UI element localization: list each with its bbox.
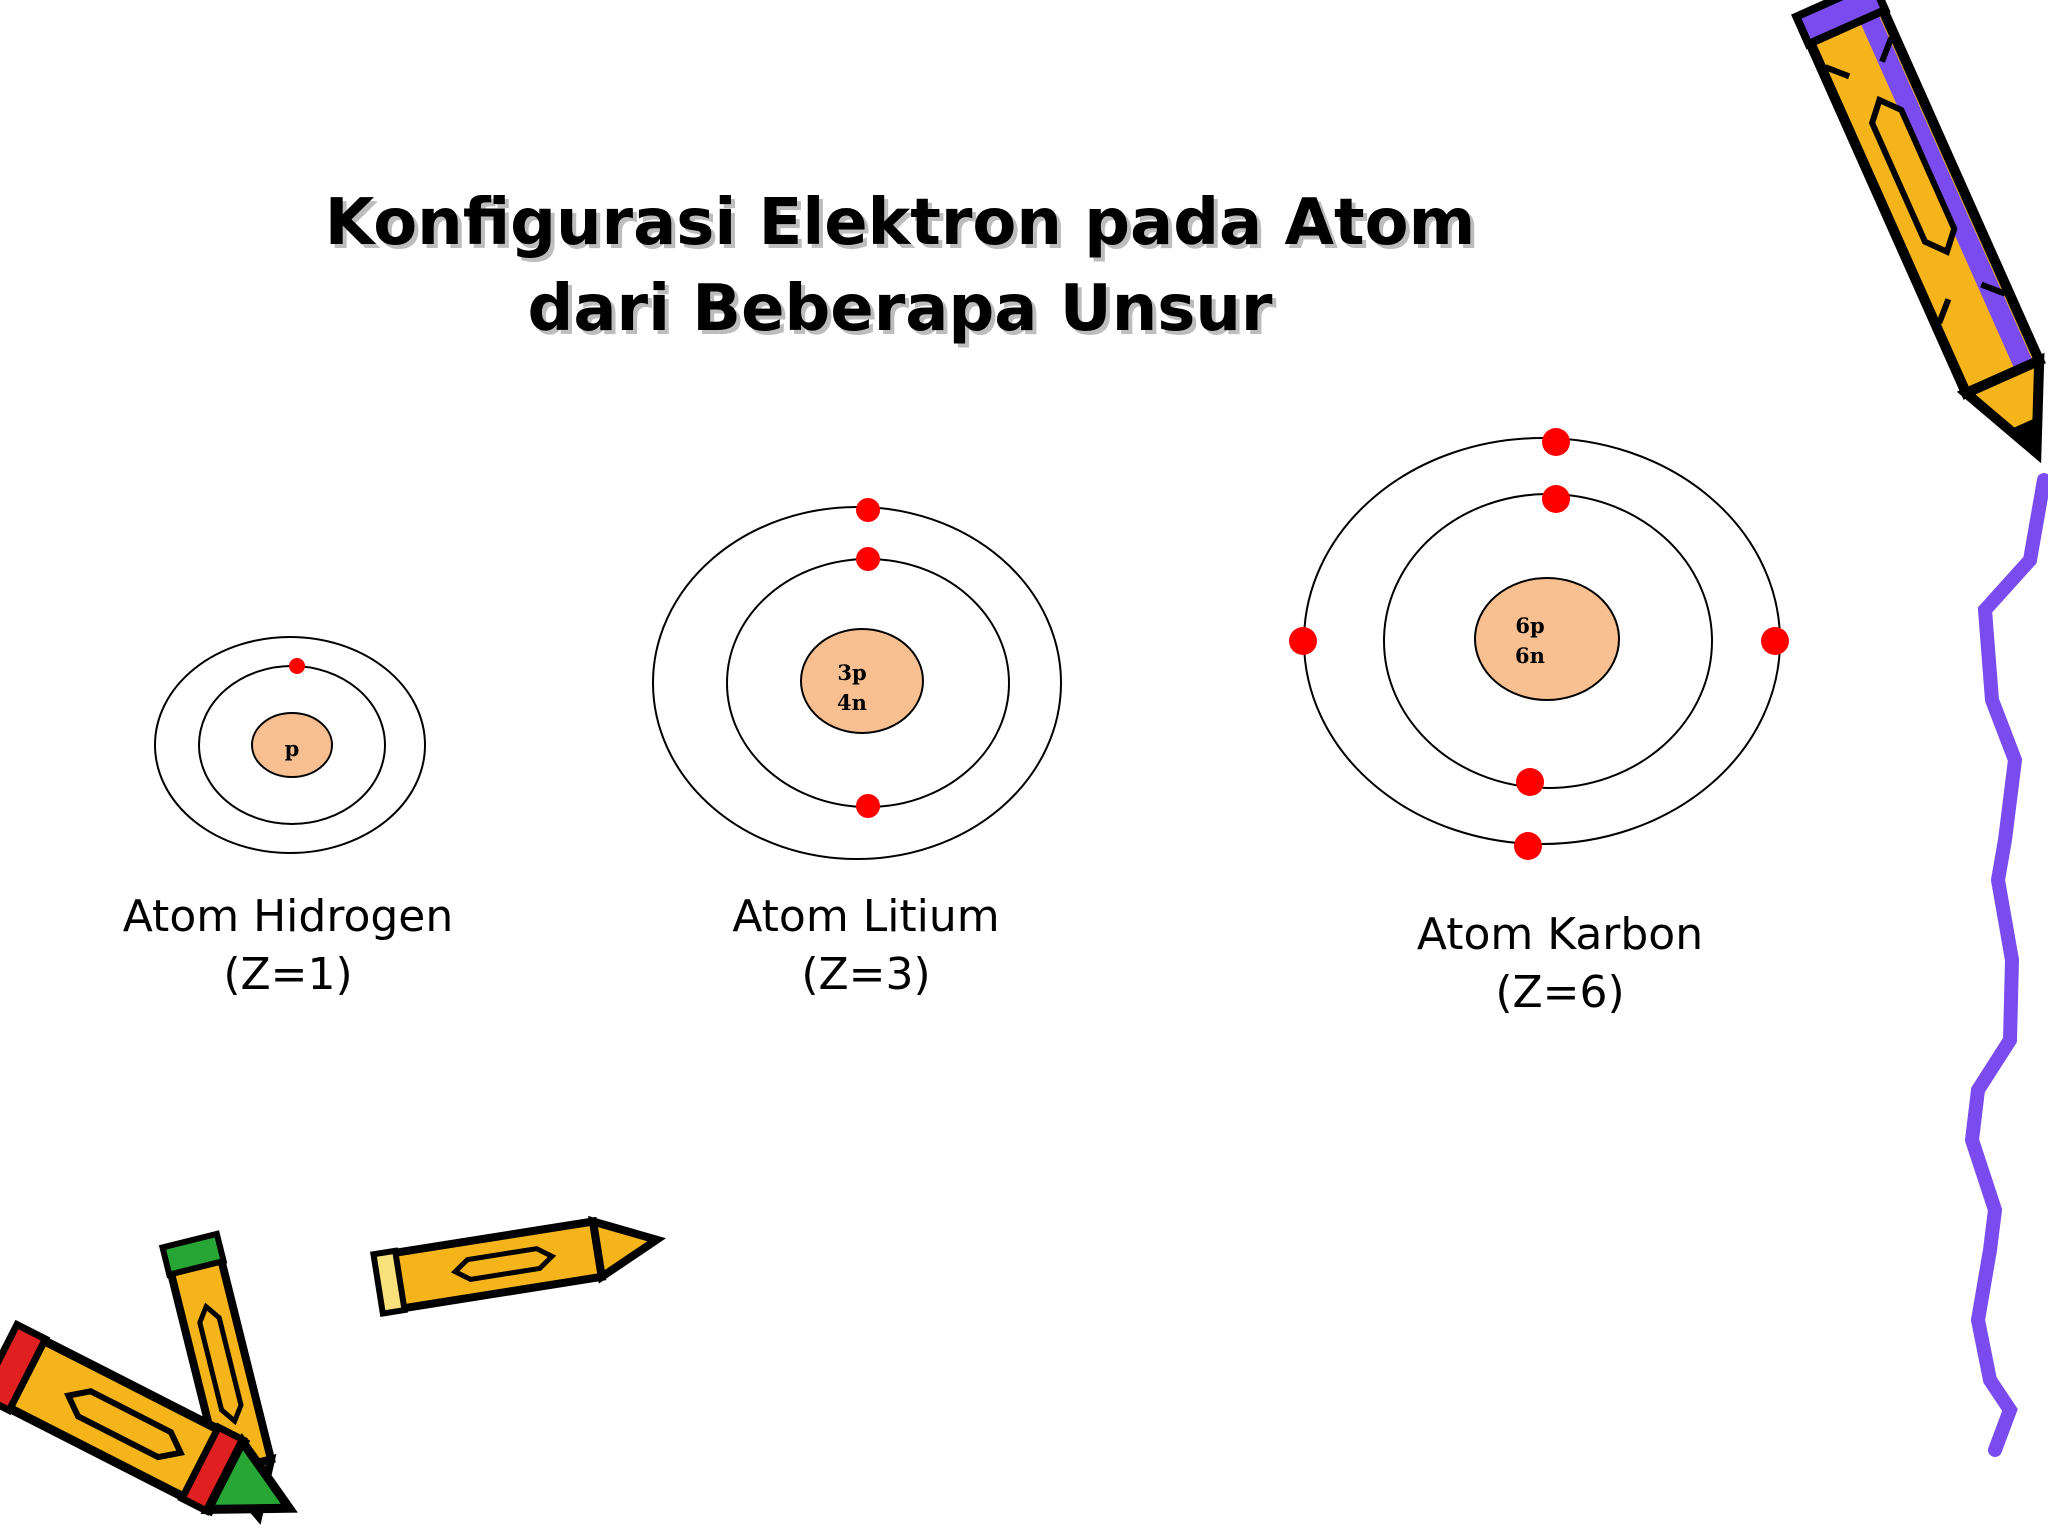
electron: [856, 498, 880, 522]
atom-z: (Z=6): [1495, 967, 1625, 1018]
nucleus-label-protons: 3p: [837, 660, 866, 685]
electron: [1761, 627, 1789, 655]
electron: [1516, 768, 1544, 796]
squiggle-line-icon: [1964, 473, 2048, 1457]
nucleus-label-p: p: [285, 736, 300, 761]
nucleus: [800, 628, 924, 734]
electron: [856, 547, 880, 571]
atom-name: Atom Litium: [732, 891, 1000, 942]
atom-carbon: 6p 6n: [1289, 428, 1789, 860]
atom-hydrogen: p: [154, 636, 426, 854]
pencils-icon: [0, 1215, 667, 1525]
pencil-icon: [1791, 0, 2046, 464]
electron: [856, 794, 880, 818]
nucleus-label-neutrons: 6n: [1515, 643, 1545, 668]
orbit-outer: [154, 636, 426, 854]
electron: [1289, 627, 1317, 655]
atom-name: Atom Hidrogen: [122, 891, 454, 942]
nucleus-label-neutrons: 4n: [837, 690, 867, 715]
atom-label-hydrogen: Atom Hidrogen (Z=1): [28, 888, 548, 1004]
slide-title-line-1: Konfigurasi Elektron pada Atom: [324, 186, 1476, 260]
atom-name: Atom Karbon: [1416, 909, 1704, 960]
slide-title-line-2: dari Beberapa Unsur: [527, 272, 1273, 346]
electron: [1542, 428, 1570, 456]
atom-z: (Z=3): [801, 949, 931, 1000]
nucleus: [1474, 577, 1620, 701]
atom-label-lithium: Atom Litium (Z=3): [606, 888, 1126, 1004]
electron: [1514, 832, 1542, 860]
electron: [289, 658, 305, 674]
nucleus-label-protons: 6p: [1515, 613, 1544, 638]
electron: [1542, 485, 1570, 513]
atom-lithium: 3p 4n: [652, 498, 1062, 860]
atom-label-carbon: Atom Karbon (Z=6): [1300, 906, 1820, 1022]
atom-z: (Z=1): [223, 949, 353, 1000]
nucleus: [251, 712, 333, 778]
